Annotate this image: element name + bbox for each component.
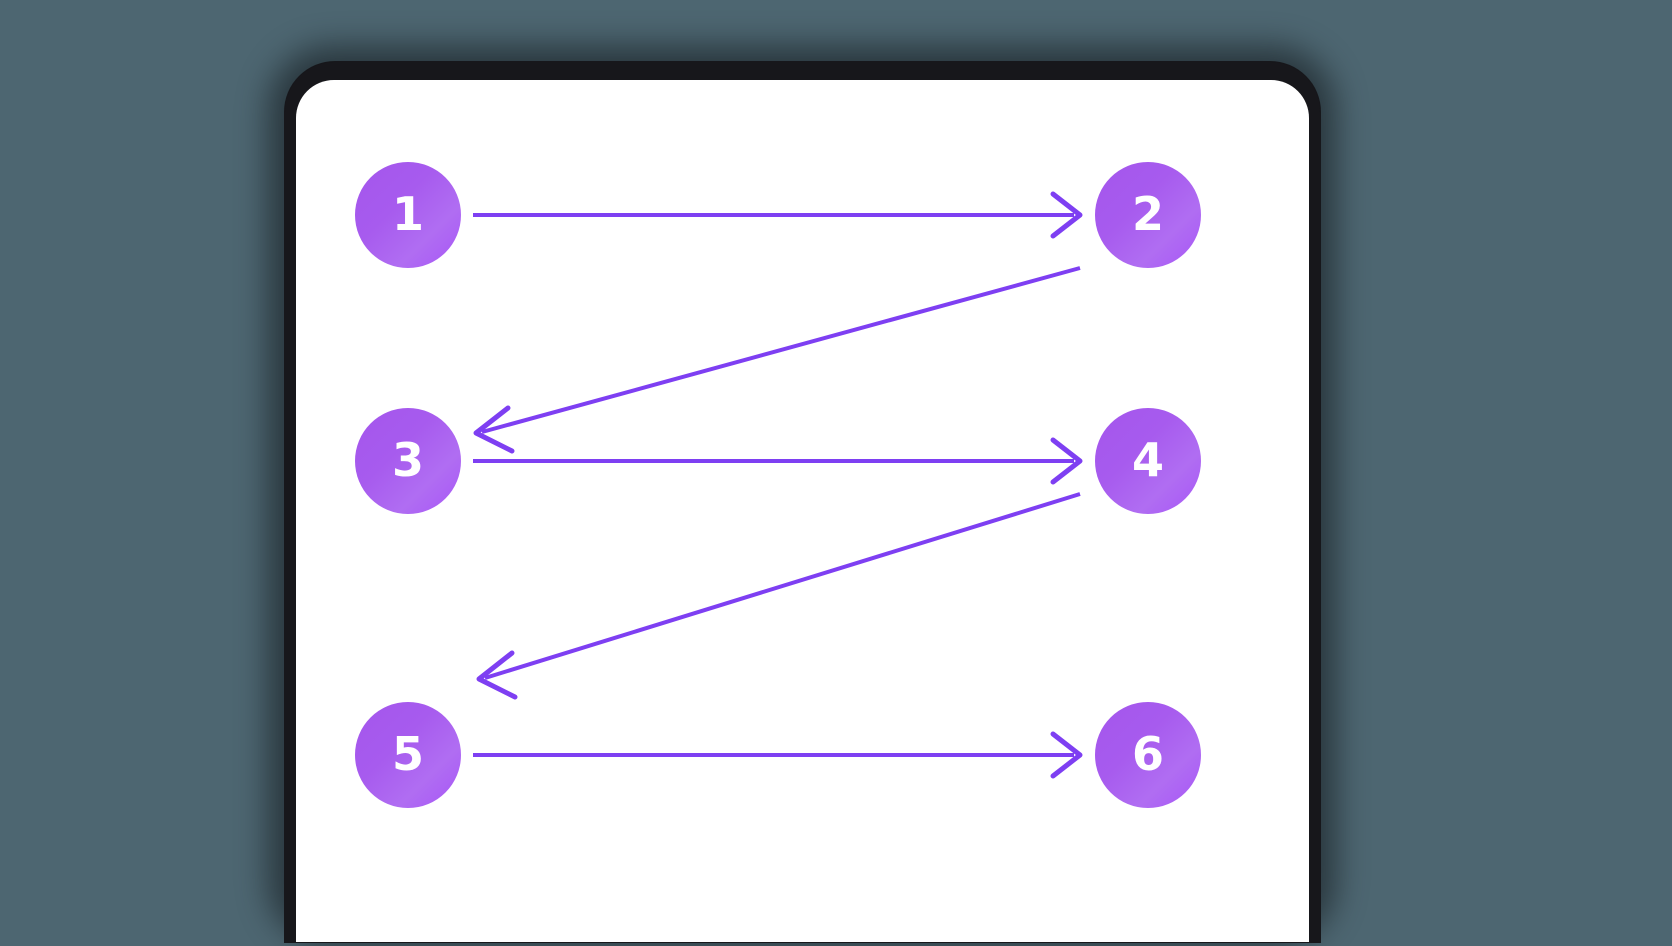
node-graph-diagram: 1 2 3 4 5 6 [296, 80, 1309, 942]
graph-node-4-label: 4 [1131, 433, 1164, 487]
graph-node-2-label: 2 [1131, 187, 1164, 241]
device-screen: 1 2 3 4 5 6 [296, 80, 1309, 942]
graph-node-6-label: 6 [1131, 727, 1164, 781]
graph-node-4[interactable]: 4 [1095, 408, 1201, 514]
graph-node-5-label: 5 [391, 727, 424, 781]
graph-node-3-label: 3 [391, 433, 424, 487]
graph-node-2[interactable]: 2 [1095, 162, 1201, 268]
graph-node-6[interactable]: 6 [1095, 702, 1201, 808]
graph-node-3[interactable]: 3 [355, 408, 461, 514]
edge-n1-to-n2 [473, 191, 1083, 239]
graph-node-5[interactable]: 5 [355, 702, 461, 808]
screenshot-canvas: 1 2 3 4 5 6 [268, 46, 1336, 946]
edge-n4-to-n5 [476, 492, 1081, 700]
graph-node-1-label: 1 [391, 187, 424, 241]
device-frame: 1 2 3 4 5 6 [285, 62, 1320, 942]
edge-n5-to-n6 [473, 731, 1083, 779]
edge-n2-to-n3 [473, 266, 1081, 454]
graph-node-1[interactable]: 1 [355, 162, 461, 268]
edge-n3-to-n4 [473, 437, 1083, 485]
